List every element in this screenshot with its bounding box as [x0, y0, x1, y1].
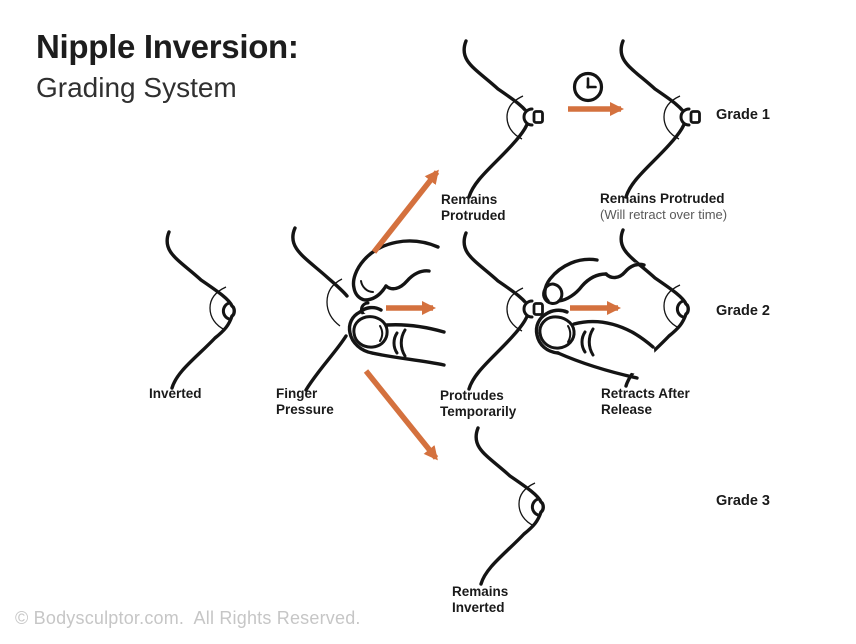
thumbnail-outline	[538, 315, 576, 350]
motion-mark-1	[392, 331, 399, 355]
label-finger-pressure: Finger Pressure	[276, 386, 334, 417]
motion-mark-1	[580, 330, 587, 354]
motion-mark-2	[587, 327, 595, 357]
label-grade1-note: (Will retract over time)	[600, 207, 728, 222]
copyright-text: © Bodysculptor.com. All Rights Reserved.	[15, 608, 361, 628]
breast-grade1-result	[619, 39, 702, 199]
label-grade1-result: Remains Protruded	[600, 191, 725, 206]
thumb-upper-body	[572, 319, 655, 349]
release-illustration	[534, 257, 657, 380]
second-finger-outline	[384, 269, 431, 291]
fingernail-line	[360, 280, 374, 293]
arrow-up-right	[371, 169, 440, 254]
label-protrudes-temporarily: Protrudes Temporarily	[440, 388, 517, 419]
label-remains-inverted: Remains Inverted	[452, 584, 509, 615]
label-grade-2: Grade 2	[716, 303, 770, 319]
index-finger-outline	[351, 239, 440, 302]
page-title: Nipple Inversion:	[36, 28, 299, 65]
breast-upper-curve	[291, 226, 349, 298]
index-finger-lower-edge	[557, 272, 608, 303]
thumb-top-edge	[358, 305, 383, 314]
finger-pressure-illustration	[291, 226, 447, 392]
clock-icon	[572, 71, 604, 103]
thumb-lower-body	[370, 351, 446, 367]
thumbnail-outline	[352, 315, 389, 349]
index-finger-fill	[547, 257, 638, 307]
thumb-lower-body	[556, 351, 639, 380]
label-grade-3: Grade 3	[716, 493, 770, 509]
arrow-down-right	[363, 369, 439, 461]
label-inverted: Inverted	[149, 386, 202, 401]
motion-mark-2	[399, 328, 407, 358]
label-grade-1: Grade 1	[716, 107, 770, 123]
breast-remains-inverted	[474, 426, 545, 586]
breast-inverted-start	[165, 230, 236, 390]
thumbnail-shine	[567, 325, 572, 343]
breast-protrudes-temporarily	[462, 231, 545, 391]
page-subtitle: Grading System	[36, 72, 237, 103]
label-remains-protruded: Remains Protruded	[441, 192, 506, 223]
thumb-top-edge	[544, 308, 569, 316]
breast-lower-curve	[304, 334, 348, 392]
thumb-tip-outline	[347, 310, 374, 355]
areola-arc	[326, 278, 343, 327]
thumb-tip-outline	[534, 312, 560, 355]
index-finger-fill	[353, 240, 440, 300]
second-finger-outline	[604, 262, 646, 280]
breast-remains-protruded	[462, 39, 545, 199]
label-retracts-after-release: Retracts After Release	[601, 386, 690, 417]
thumbnail-shine	[379, 325, 384, 342]
thumb-upper-body	[385, 323, 446, 334]
